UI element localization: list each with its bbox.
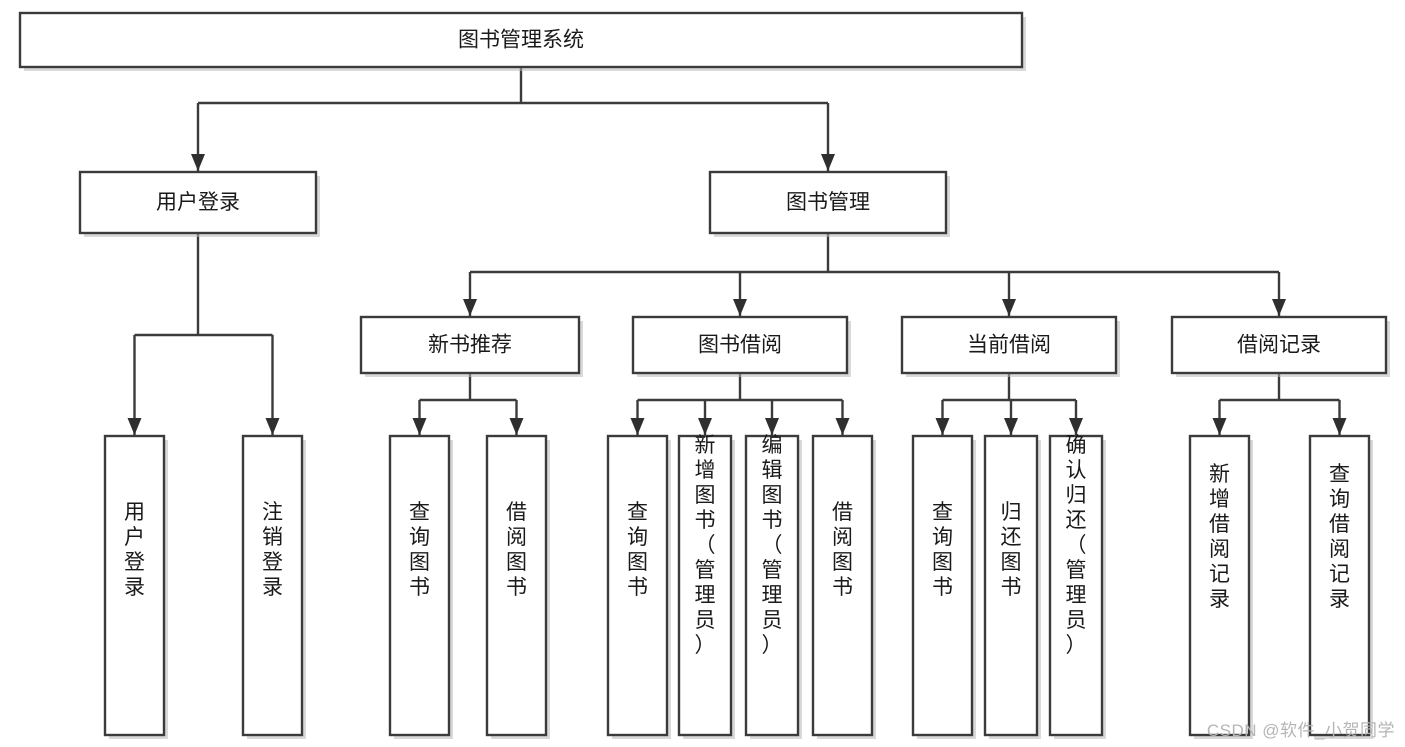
watermark-text: CSDN @软件_小贺同学 [1206,721,1395,740]
node-leaf-user-login[interactable]: 用户登录 [103,434,168,739]
node-leaf-add-book[interactable]: 新增图书（管理员） [677,434,735,739]
node-label: 图书管理 [786,191,870,214]
node-new-book-recommend[interactable]: 新书推荐 [359,315,583,377]
arrow-head-icon [835,418,850,435]
node-book-borrow[interactable]: 图书借阅 [631,315,851,377]
node-label: 新增借阅记录 [1209,463,1230,611]
edge-root-split [191,67,835,171]
arrow-head-icon [1272,299,1286,316]
edge-current-borrow-split [935,373,1083,435]
node-leaf-confirm-return[interactable]: 确认归还（管理员） [1048,434,1106,739]
node-label: 用户登录 [124,501,145,599]
arrow-head-icon [127,418,142,435]
edge-borrow-record-split [1212,373,1347,435]
node-box [359,315,581,375]
nodes-layer: 图书管理系统用户登录图书管理新书推荐图书借阅当前借阅借阅记录用户登录注销登录查询… [18,11,1390,739]
node-box [1308,434,1371,737]
node-box [744,434,800,737]
arrow-head-icon [630,418,645,435]
arrow-head-icon [1069,418,1083,435]
node-box [18,11,1024,69]
arrow-head-icon [1002,299,1016,316]
node-box [606,434,669,737]
edge-user-login-split [127,233,280,435]
node-label: 新书推荐 [428,334,512,357]
arrow-head-icon [191,154,205,171]
node-label: 图书借阅 [698,334,782,357]
node-label: 查询图书 [409,501,430,599]
node-book-manage[interactable]: 图书管理 [708,170,950,237]
node-root[interactable]: 图书管理系统 [18,11,1026,71]
node-box [911,434,974,737]
node-box [103,434,166,737]
arrow-head-icon [412,418,427,435]
node-box [708,170,948,235]
connectors-layer [127,67,1347,435]
node-box [1170,315,1388,375]
node-leaf-query-record[interactable]: 查询借阅记录 [1308,434,1373,739]
node-label: 借阅图书 [832,501,853,599]
node-label: 新增图书（管理员） [695,434,716,657]
arrow-head-icon [1332,418,1347,435]
node-current-borrow[interactable]: 当前借阅 [900,315,1120,377]
arrow-head-icon [935,418,950,435]
node-label: 借阅图书 [506,501,527,599]
node-box [983,434,1039,737]
node-leaf-query-book-1[interactable]: 查询图书 [388,434,453,739]
node-label: 当前借阅 [967,334,1051,357]
arrow-head-icon [698,418,712,435]
node-box [388,434,451,737]
edge-book-borrow-split [630,373,850,435]
node-box [1048,434,1104,737]
arrow-head-icon [1004,418,1018,435]
arrow-head-icon [463,299,477,316]
arrow-head-icon [509,418,524,435]
arrow-head-icon [733,299,747,316]
node-leaf-edit-book[interactable]: 编辑图书（管理员） [744,434,802,739]
node-label: 借阅记录 [1237,334,1321,357]
node-box [78,170,318,235]
node-box [485,434,548,737]
node-user-login[interactable]: 用户登录 [78,170,320,237]
arrow-head-icon [265,418,280,435]
node-box [1188,434,1251,737]
node-label: 注销登录 [262,501,283,599]
arrow-head-icon [821,154,835,171]
node-box [811,434,874,737]
node-leaf-borrow-book-2[interactable]: 借阅图书 [811,434,876,739]
node-label: 图书管理系统 [458,29,584,52]
node-box [900,315,1118,375]
edge-book-manage-split [463,233,1286,316]
node-box [241,434,304,737]
node-leaf-borrow-book-1[interactable]: 借阅图书 [485,434,550,739]
node-leaf-add-record[interactable]: 新增借阅记录 [1188,434,1253,739]
node-leaf-query-book-3[interactable]: 查询图书 [911,434,976,739]
node-label: 查询借阅记录 [1329,463,1350,611]
node-label: 查询图书 [627,501,648,599]
node-label: 查询图书 [932,501,953,599]
node-leaf-return-book[interactable]: 归还图书 [983,434,1041,739]
node-label: 编辑图书（管理员） [762,434,783,657]
node-label: 用户登录 [156,191,240,214]
node-label: 归还图书 [1001,501,1022,599]
arrow-head-icon [765,418,779,435]
node-label: 确认归还（管理员） [1066,434,1087,657]
node-borrow-record[interactable]: 借阅记录 [1170,315,1390,377]
edge-new-book-recommend-split [412,373,524,435]
node-leaf-query-book-2[interactable]: 查询图书 [606,434,671,739]
arrow-head-icon [1212,418,1227,435]
node-box [677,434,733,737]
node-leaf-logout[interactable]: 注销登录 [241,434,306,739]
node-box [631,315,849,375]
